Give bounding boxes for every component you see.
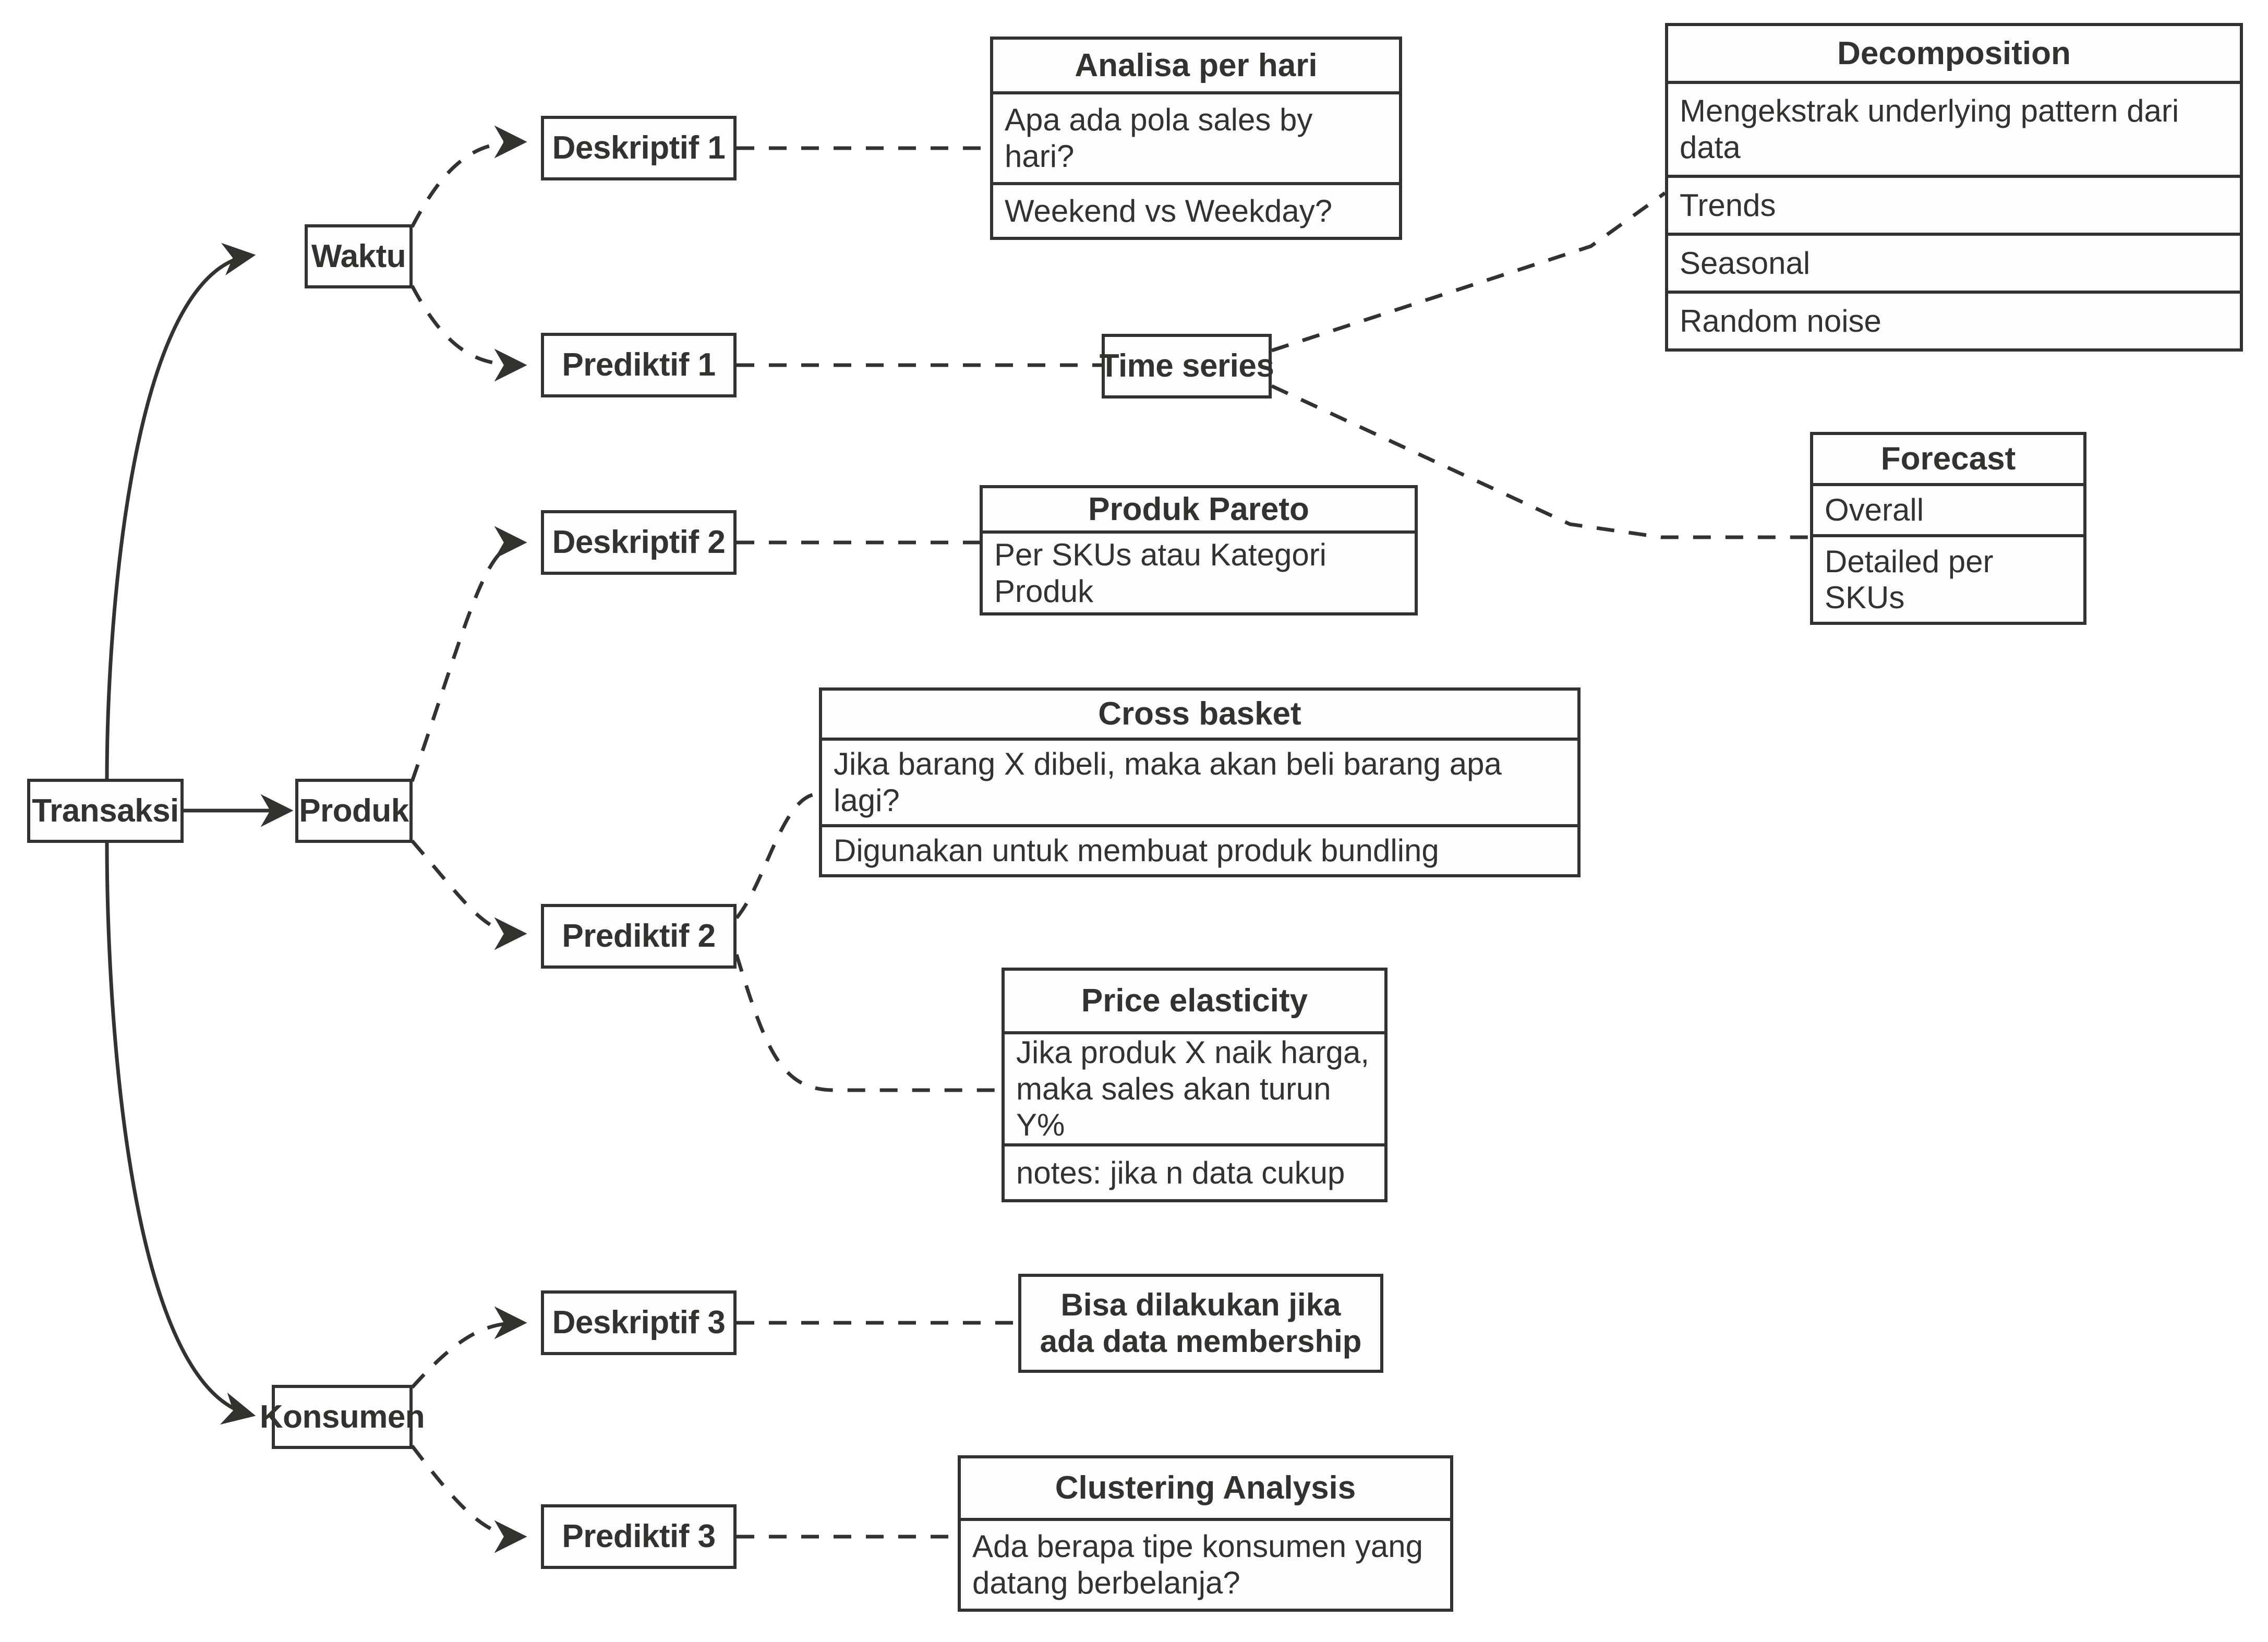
edge-produk-prediktif2 <box>411 839 527 950</box>
card-membership-note[interactable]: Bisa dilakukan jika ada data membership <box>1018 1274 1383 1373</box>
card-decomposition[interactable]: Decomposition Mengekstrak underlying pat… <box>1665 23 2243 352</box>
node-waktu-label: Waktu <box>311 238 406 274</box>
edge-transaksi-waktu <box>105 243 256 779</box>
card-price-elasticity-item-0: Jika produk X naik harga, maka sales aka… <box>1005 1031 1384 1143</box>
card-price-elasticity-item-1: notes: jika n data cukup <box>1005 1143 1384 1199</box>
card-membership-note-text: Bisa dilakukan jika ada data membership <box>1040 1287 1362 1359</box>
node-prediktif-2[interactable]: Prediktif 2 <box>541 904 737 969</box>
node-time-series-label: Time series <box>1099 348 1274 384</box>
edge-prediktif2-crossbasket <box>735 792 819 920</box>
card-cross-basket-title: Cross basket <box>1098 696 1301 732</box>
card-decomposition-item-0: Mengekstrak underlying pattern dari data <box>1668 80 2240 175</box>
card-cross-basket-item-1: Digunakan untuk membuat produk bundling <box>822 824 1577 874</box>
card-decomposition-item-2: Seasonal <box>1668 233 2240 291</box>
node-prediktif-3-label: Prediktif 3 <box>562 1518 716 1555</box>
node-deskriptif-3[interactable]: Deskriptif 3 <box>541 1290 737 1355</box>
card-analisa-per-hari-item-0: Apa ada pola sales by hari? <box>993 91 1399 182</box>
node-waktu[interactable]: Waktu <box>305 224 413 288</box>
edge-waktu-prediktif1 <box>410 285 527 382</box>
node-prediktif-3[interactable]: Prediktif 3 <box>541 1504 737 1569</box>
edge-waktu-deskriptif1 <box>410 125 527 228</box>
card-price-elasticity-title: Price elasticity <box>1081 983 1308 1019</box>
node-time-series[interactable]: Time series <box>1099 334 1274 399</box>
card-decomposition-item-3: Random noise <box>1668 291 2240 348</box>
node-deskriptif-1[interactable]: Deskriptif 1 <box>541 116 737 180</box>
node-deskriptif-1-label: Deskriptif 1 <box>552 130 726 166</box>
card-clustering-analysis[interactable]: Clustering Analysis Ada berapa tipe kons… <box>958 1455 1453 1612</box>
card-produk-pareto-item-0: Per SKUs atau Kategori Produk <box>983 530 1415 612</box>
edge-produk-deskriptif2 <box>410 526 527 782</box>
card-produk-pareto[interactable]: Produk Pareto Per SKUs atau Kategori Pro… <box>980 485 1418 615</box>
card-analisa-per-hari-title: Analisa per hari <box>1075 47 1318 83</box>
node-deskriptif-2[interactable]: Deskriptif 2 <box>541 510 737 575</box>
card-cross-basket[interactable]: Cross basket Jika barang X dibeli, maka … <box>819 687 1581 877</box>
card-decomposition-title: Decomposition <box>1837 35 2071 71</box>
edge-transaksi-konsumen <box>105 842 256 1424</box>
card-analisa-per-hari[interactable]: Analisa per hari Apa ada pola sales by h… <box>990 37 1402 240</box>
node-prediktif-1[interactable]: Prediktif 1 <box>541 333 737 397</box>
card-clustering-analysis-title: Clustering Analysis <box>1055 1470 1356 1506</box>
card-clustering-analysis-item-0: Ada berapa tipe konsumen yang datang ber… <box>961 1518 1450 1609</box>
node-transaksi[interactable]: Transaksi <box>27 779 184 843</box>
card-produk-pareto-title: Produk Pareto <box>1088 491 1309 527</box>
node-konsumen-label: Konsumen <box>259 1398 425 1435</box>
node-konsumen[interactable]: Konsumen <box>260 1385 425 1449</box>
card-analisa-per-hari-item-1: Weekend vs Weekday? <box>993 182 1399 237</box>
node-deskriptif-3-label: Deskriptif 3 <box>552 1305 726 1341</box>
card-forecast[interactable]: Forecast Overall Detailed per SKUs <box>1810 432 2086 625</box>
card-forecast-title: Forecast <box>1880 441 2016 477</box>
node-produk-label: Produk <box>299 792 409 829</box>
card-decomposition-item-1: Trends <box>1668 175 2240 233</box>
edge-konsumen-deskriptif3 <box>411 1306 527 1389</box>
node-transaksi-label: Transaksi <box>32 792 179 829</box>
node-produk[interactable]: Produk <box>295 779 413 843</box>
node-prediktif-1-label: Prediktif 1 <box>562 347 716 383</box>
node-deskriptif-2-label: Deskriptif 2 <box>552 524 726 561</box>
edge-prediktif2-priceelasticity <box>734 953 1002 1092</box>
card-forecast-item-1: Detailed per SKUs <box>1813 534 2083 622</box>
edge-konsumen-prediktif3 <box>411 1444 527 1553</box>
card-cross-basket-item-0: Jika barang X dibeli, maka akan beli bar… <box>822 738 1577 824</box>
node-prediktif-2-label: Prediktif 2 <box>562 918 716 955</box>
card-price-elasticity[interactable]: Price elasticity Jika produk X naik harg… <box>1002 968 1388 1202</box>
card-forecast-item-0: Overall <box>1813 483 2083 534</box>
